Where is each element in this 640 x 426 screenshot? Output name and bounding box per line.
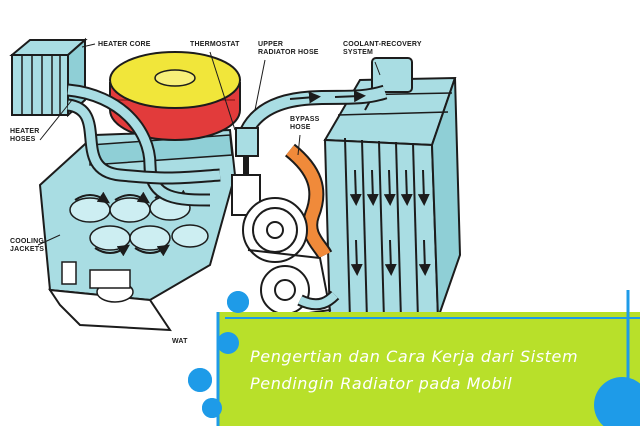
label-heater-core: HEATER CORE	[98, 41, 151, 48]
label-thermostat: THERMOSTAT	[190, 41, 240, 48]
label-upper-radiator-hose: UPPER RADIATOR HOSE	[258, 41, 319, 56]
title-banner	[218, 312, 640, 426]
heater-hoses	[66, 83, 221, 207]
engine-block	[38, 128, 237, 332]
banner-title: Pengertian dan Cara Kerja dari Sistem Pe…	[250, 343, 630, 397]
label-water-pump-partial: WAT	[172, 338, 188, 345]
upper-radiator-hose	[238, 84, 388, 139]
heater-core	[9, 37, 88, 118]
water-pump	[242, 197, 332, 321]
label-leaders	[37, 43, 381, 246]
label-cooling-jackets: COOLING JACKETS	[10, 238, 45, 253]
lower-radiator-hose	[297, 290, 340, 311]
bypass-hose	[284, 143, 333, 260]
label-bypass-hose: BYPASS HOSE	[290, 116, 320, 131]
banner-title-line-1: Pengertian dan Cara Kerja dari Sistem	[250, 347, 579, 366]
banner-title-line-2: Pendingin Radiator pada Mobil	[250, 374, 513, 393]
thermostat-housing	[231, 127, 261, 216]
radiator	[323, 76, 462, 324]
label-coolant-recovery-system: COOLANT-RECOVERY SYSTEM	[343, 41, 422, 56]
label-heater-hoses: HEATER HOSES	[10, 128, 40, 143]
